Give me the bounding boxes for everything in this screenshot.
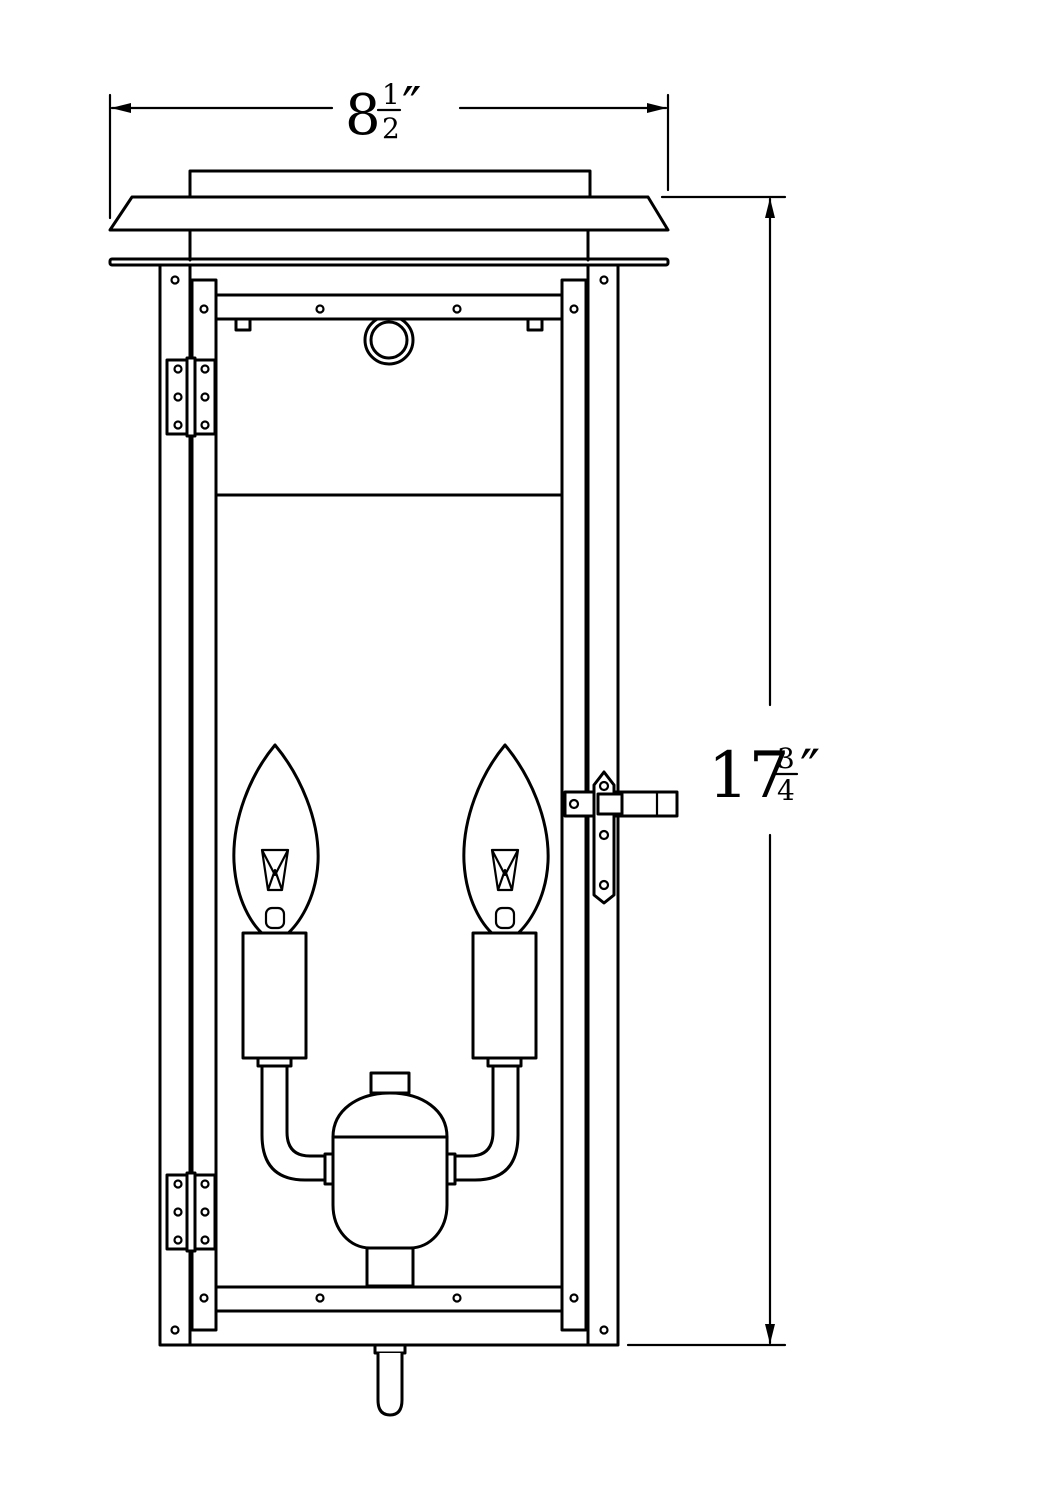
- rivet: [569, 304, 579, 314]
- body-finial: [369, 1071, 411, 1095]
- width-numerator: 1: [382, 78, 400, 111]
- arm-left-outer: [260, 1064, 332, 1182]
- door-bottom-rail: [214, 1285, 564, 1313]
- height-denominator: 4: [777, 774, 795, 807]
- rivet: [599, 275, 609, 285]
- hinge-screw: [173, 364, 183, 374]
- cap-roof: [108, 195, 670, 232]
- latch-screw: [598, 780, 610, 792]
- rivet: [599, 1325, 609, 1335]
- candle-sleeve-left: [241, 931, 308, 1060]
- height-numerator: 3: [777, 742, 795, 775]
- candle-cup-left: [256, 1056, 293, 1068]
- bulb-right-base: [494, 906, 516, 930]
- cap-flange: [108, 257, 670, 267]
- rivet: [315, 304, 325, 314]
- latch-screw: [598, 879, 610, 891]
- rivet: [170, 275, 180, 285]
- width-denominator: 2: [382, 112, 400, 145]
- body-stem: [365, 1246, 415, 1288]
- arm-right-outer: [446, 1064, 520, 1182]
- top-rail-tab-right: [526, 317, 544, 332]
- candelabra-body: [331, 1091, 449, 1250]
- latch-screw: [598, 829, 610, 841]
- rivet: [452, 1293, 462, 1303]
- door-stile-left: [190, 278, 218, 1332]
- bottom-finial: [373, 1343, 407, 1417]
- hinge-screw: [200, 1235, 210, 1245]
- hinge-screw: [173, 1207, 183, 1217]
- width-whole: 8: [345, 83, 381, 148]
- latch-screw: [568, 798, 580, 810]
- rivet: [199, 1293, 209, 1303]
- finial-drop: [376, 1353, 404, 1417]
- ring-mask: [364, 314, 414, 320]
- height-whole: 17: [708, 739, 789, 813]
- hinge-screw: [200, 420, 210, 430]
- width-unit: ″: [402, 77, 421, 137]
- hinge-screw: [173, 420, 183, 430]
- height-unit: ″: [800, 738, 820, 801]
- hinge-knuckle: [185, 356, 197, 438]
- rivet: [569, 1293, 579, 1303]
- rivet: [170, 1325, 180, 1335]
- hinge-screw: [173, 1179, 183, 1189]
- door-latch: [563, 770, 679, 905]
- hinge-screw: [200, 1207, 210, 1217]
- hinge-knuckle: [185, 1171, 197, 1253]
- candelabra-fixture: [232, 743, 550, 1288]
- latch-strap: [592, 770, 616, 905]
- candle-cup-right: [486, 1056, 523, 1068]
- hinge-screw: [173, 392, 183, 402]
- bulb-left-base: [264, 906, 286, 930]
- hinge-screw: [173, 1235, 183, 1245]
- rivet: [199, 304, 209, 314]
- latch-knob: [596, 792, 624, 816]
- hinge-screw: [200, 1179, 210, 1189]
- hanging-ring-inner: [369, 320, 409, 360]
- frame-post-left: [158, 263, 192, 1347]
- arm-left-inner: [285, 1064, 332, 1158]
- rivets: [170, 275, 609, 1335]
- arm-right-inner: [446, 1064, 495, 1158]
- hinge-bottom: [165, 1171, 217, 1253]
- bulb-left: [232, 743, 320, 937]
- rivet: [452, 304, 462, 314]
- bulb-right: [462, 743, 550, 937]
- top-cap: [108, 169, 670, 267]
- candle-sleeve-right: [471, 931, 538, 1060]
- hinge-screw: [200, 364, 210, 374]
- bulb-left-filament: [260, 848, 290, 892]
- finial-collar: [373, 1343, 407, 1355]
- rivet: [315, 1293, 325, 1303]
- cap-top-block: [188, 169, 592, 199]
- width-dimension: 8 1 2 ″: [108, 77, 670, 220]
- height-dimension: 17 3 4 ″: [626, 195, 820, 1347]
- hinge-top: [165, 356, 217, 438]
- hinge-screw: [200, 392, 210, 402]
- bulb-right-filament: [490, 848, 520, 892]
- top-rail-tab-left: [234, 317, 252, 332]
